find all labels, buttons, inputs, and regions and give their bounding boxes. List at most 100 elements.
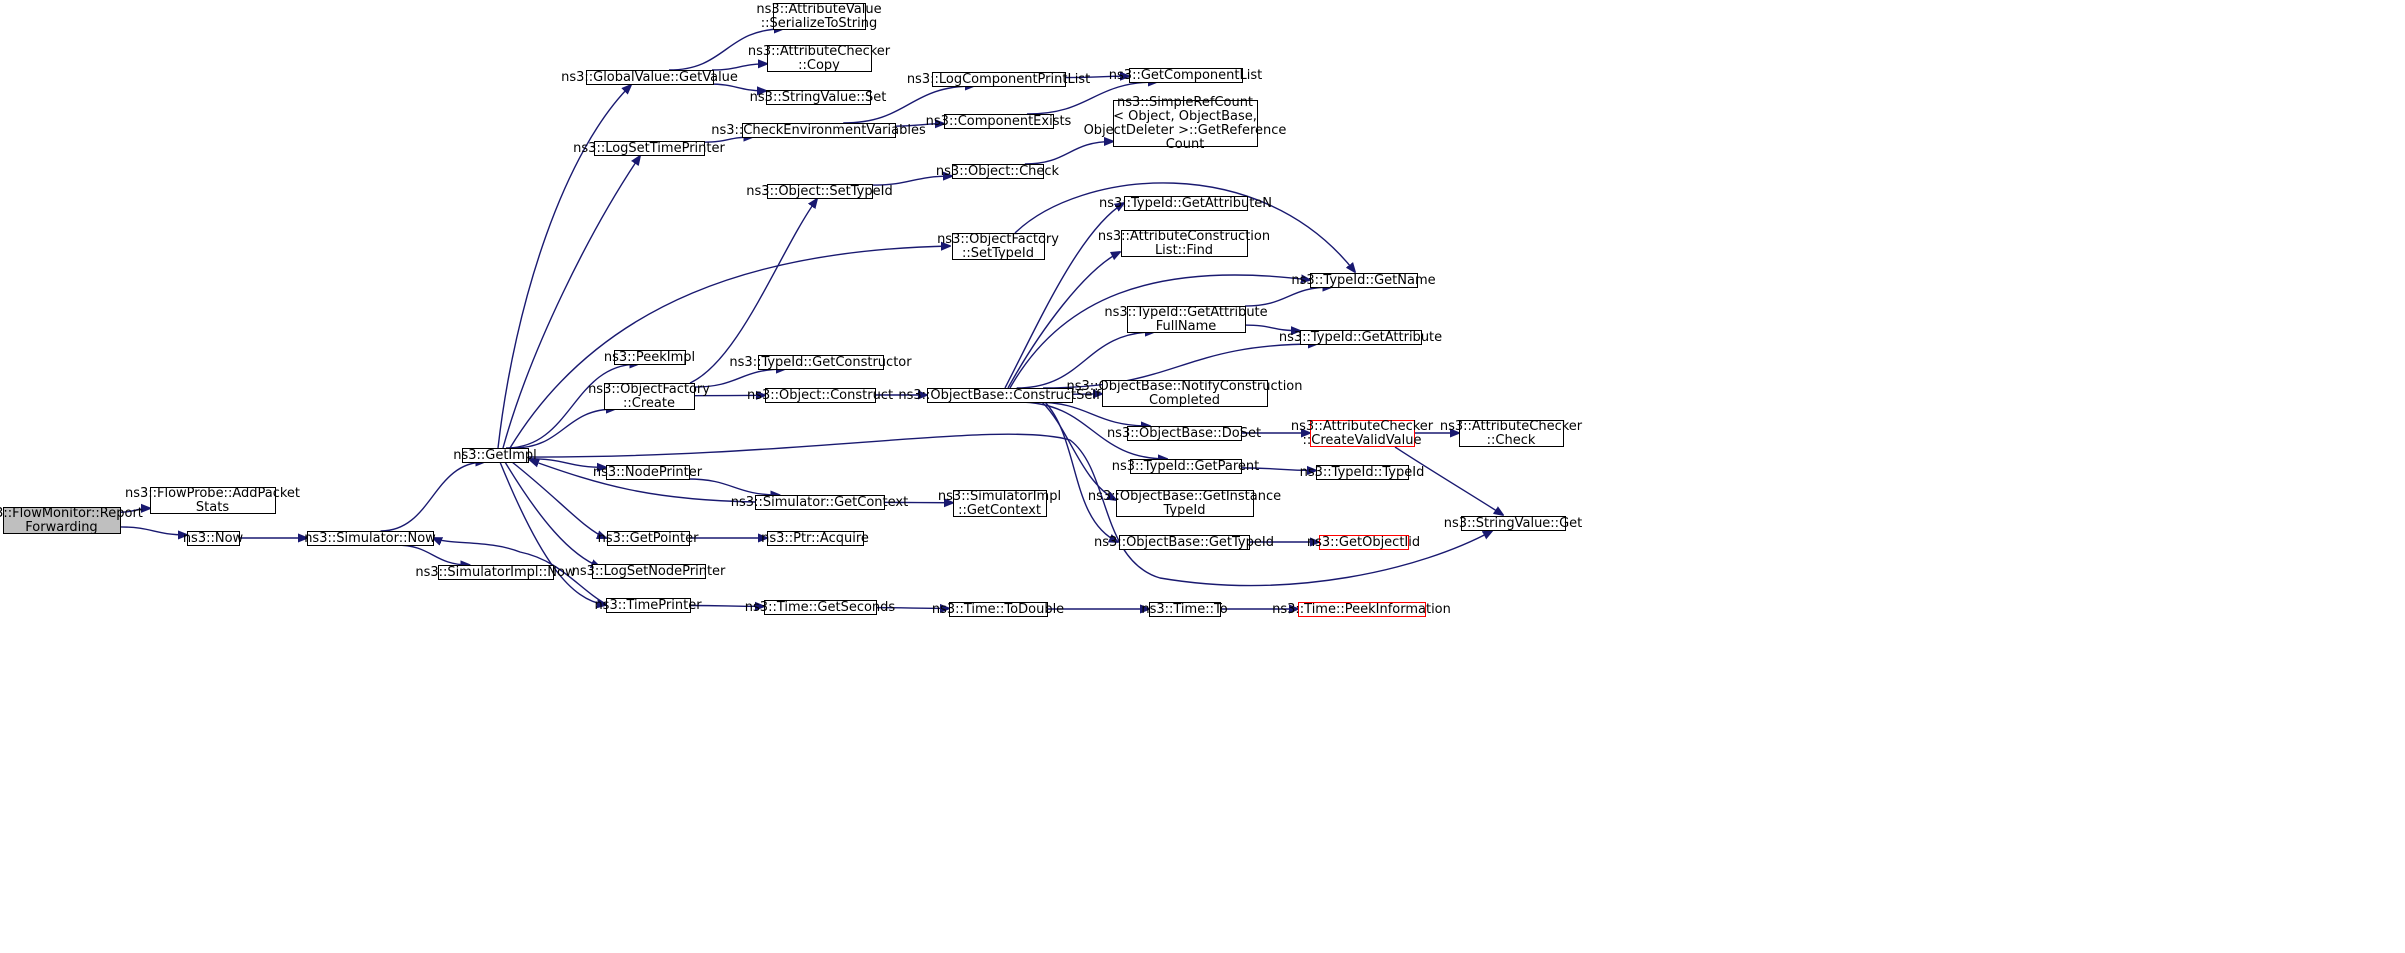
call-edge-getimpl-to-stringvalue-get [527, 433, 1492, 587]
node-stringvalue-set[interactable]: ns3::StringValue::Set [750, 90, 887, 105]
node-label-line: ns3::LogComponentPrintList [907, 72, 1090, 87]
node-label-line: ns3::TimePrinter [594, 598, 702, 613]
node-label-line: ::SetTypeId [962, 246, 1034, 261]
node-label-line: ns3::Ptr::Acquire [761, 531, 869, 546]
node-label-line: ns3::SimulatorImpl [938, 489, 1061, 504]
node-simulator-now[interactable]: ns3::Simulator::Now [304, 531, 436, 546]
node-typeid-getattributen[interactable]: ns3::TypeId::GetAttributeN [1099, 196, 1272, 211]
node-peekimpl[interactable]: ns3::PeekImpl [604, 350, 695, 365]
node-typeid-getconstructor[interactable]: ns3::TypeId::GetConstructor [729, 355, 912, 370]
node-label-line: ::Copy [798, 58, 840, 73]
node-typeid-typeid[interactable]: ns3::TypeId::TypeId [1300, 465, 1425, 480]
node-label-line: Stats [196, 500, 229, 515]
node-logcomponentprintlist[interactable]: ns3::LogComponentPrintList [907, 72, 1090, 87]
call-edge-objectbase-constructself-to-typeid-getname [1009, 275, 1310, 389]
node-label-line: ns3::TypeId::GetName [1291, 273, 1435, 288]
call-edge-checkenvvars-to-componentexists [894, 124, 944, 126]
node-objectfactory-settypeid[interactable]: ns3::ObjectFactory::SetTypeId [937, 232, 1059, 261]
call-edge-report-forwarding-to-flowprobe-addpacketstats [119, 508, 150, 512]
node-objectbase-gettypeid[interactable]: ns3::ObjectBase::GetTypeId [1094, 535, 1274, 550]
node-objectfactory-create[interactable]: ns3::ObjectFactory::Create [588, 382, 710, 411]
node-label-line: ns3::StringValue::Set [750, 90, 887, 105]
node-label-line: ns3::Time::PeekInformation [1272, 602, 1451, 617]
node-label-line: Forwarding [25, 520, 97, 535]
call-edge-typeid-getparent-to-typeid-typeid [1240, 468, 1316, 471]
node-label-line: ns3::GetComponentList [1109, 68, 1262, 83]
call-edge-simulator-now-to-simulatorimpl-now [395, 544, 470, 565]
node-attributechecker-copy[interactable]: ns3::AttributeChecker::Copy [748, 44, 891, 73]
node-nodeprinter[interactable]: ns3::NodePrinter [593, 465, 703, 480]
node-object-settypeid[interactable]: ns3::Object::SetTypeId [746, 184, 893, 199]
node-logsetnodeprinter[interactable]: ns3::LogSetNodePrinter [572, 564, 726, 579]
node-attributevalue-serialize[interactable]: ns3::AttributeValue::SerializeToString [756, 2, 881, 31]
node-objectbase-doset[interactable]: ns3::ObjectBase::DoSet [1107, 426, 1261, 441]
node-label-line: ns3::AttributeChecker [1291, 419, 1434, 434]
node-simulator-getcontext[interactable]: ns3::Simulator::GetContext [731, 495, 908, 510]
node-logsettimeprinter[interactable]: ns3::LogSetTimePrinter [573, 141, 725, 156]
node-label-line: ns3::TypeId::GetAttribute [1104, 305, 1267, 320]
node-attributechecker-check[interactable]: ns3::AttributeChecker::Check [1440, 419, 1583, 448]
node-objectbase-constructself[interactable]: ns3::ObjectBase::ConstructSelf [898, 388, 1101, 403]
call-edge-objectbase-constructself-to-typeid-getattributefullname [1016, 332, 1154, 389]
node-label-line: ns3::Simulator::GetContext [731, 495, 908, 510]
node-getimpl[interactable]: ns3::GetImpl [453, 448, 537, 463]
call-edge-simulator-now-to-getimpl [380, 462, 485, 532]
node-time-getseconds[interactable]: ns3::Time::GetSeconds [745, 600, 896, 615]
node-time-todouble[interactable]: ns3::Time::ToDouble [932, 602, 1064, 617]
node-componentexists[interactable]: ns3::ComponentExists [926, 114, 1072, 129]
node-simulatorimpl-now[interactable]: ns3::SimulatorImpl::Now [415, 565, 576, 580]
call-edge-getimpl-to-peekimpl [506, 364, 638, 449]
node-label-line: ns3::Time::To [1141, 602, 1227, 617]
call-edge-globalvalue-getvalue-to-attributechecker-copy [711, 64, 767, 71]
call-edge-object-settypeid-to-object-check [871, 176, 952, 186]
call-edge-typeid-getattributefullname-to-typeid-getname [1244, 287, 1332, 307]
node-label-line: ns3::GlobalValue::GetValue [561, 70, 738, 85]
node-typeid-getparent[interactable]: ns3::TypeId::GetParent [1112, 459, 1260, 474]
call-edge-getimpl-to-globalvalue-getvalue [497, 85, 631, 449]
node-stringvalue-get[interactable]: ns3::StringValue::Get [1444, 516, 1582, 531]
node-label-line: ns3::Simulator::Now [304, 531, 436, 546]
node-timeprinter[interactable]: ns3::TimePrinter [594, 598, 702, 613]
node-checkenvvars[interactable]: ns3::CheckEnvironmentVariables [711, 123, 926, 138]
node-globalvalue-getvalue[interactable]: ns3::GlobalValue::GetValue [561, 70, 738, 85]
node-ptr-acquire[interactable]: ns3::Ptr::Acquire [761, 531, 869, 546]
node-object-construct[interactable]: ns3::Object::Construct [747, 388, 893, 403]
node-label-line: ns3::ObjectBase::DoSet [1107, 426, 1261, 441]
node-getpointer[interactable]: ns3::GetPointer [598, 531, 699, 546]
node-label-line: ns3::CheckEnvironmentVariables [711, 123, 926, 138]
node-label-line: ns3::GetObjectIid [1307, 535, 1420, 550]
node-label-line: ns3::ObjectBase::NotifyConstruction [1067, 379, 1303, 394]
node-simplerefcount[interactable]: ns3::SimpleRefCount< Object, ObjectBase,… [1084, 95, 1287, 152]
node-label-line: ns3::TypeId::GetParent [1112, 459, 1260, 474]
node-getcomponentlist[interactable]: ns3::GetComponentList [1109, 68, 1262, 83]
node-label-line: ns3::LogSetTimePrinter [573, 141, 725, 156]
node-label-line: ns3::Time::ToDouble [932, 602, 1064, 617]
node-now[interactable]: ns3::Now [183, 531, 244, 546]
node-time-peekinformation[interactable]: ns3::Time::PeekInformation [1272, 602, 1451, 617]
node-label-line: ::Create [623, 396, 675, 411]
call-edge-getimpl-to-objectfactory-settypeid [509, 246, 950, 449]
node-label-line: ::CreateValidValue [1303, 433, 1422, 448]
call-edge-getimpl-to-objectfactory-create [513, 409, 615, 449]
node-objectbase-notifyconstruction[interactable]: ns3::ObjectBase::NotifyConstructionCompl… [1067, 379, 1303, 408]
node-getobjectiid[interactable]: ns3::GetObjectIid [1307, 535, 1420, 550]
node-typeid-getname[interactable]: ns3::TypeId::GetName [1291, 273, 1436, 288]
node-object-check[interactable]: ns3::Object::Check [936, 164, 1060, 179]
node-time-to[interactable]: ns3::Time::To [1141, 602, 1228, 617]
node-simulatorimpl-getcontext[interactable]: ns3::SimulatorImpl::GetContext [938, 489, 1061, 518]
node-label-line: ns3::AttributeValue [756, 2, 881, 17]
call-edge-attributechecker-createvalidvalue-to-stringvalue-get [1394, 446, 1503, 515]
node-attributechecker-createvalidvalue[interactable]: ns3::AttributeChecker::CreateValidValue [1291, 419, 1434, 448]
call-edge-nodeprinter-to-simulator-getcontext [687, 478, 780, 495]
node-typeid-getattribute[interactable]: ns3::TypeId::GetAttribute [1279, 330, 1442, 345]
call-edge-componentexists-to-getcomponentlist [1026, 82, 1157, 115]
call-edge-checkenvvars-to-logcomponentprintlist [843, 86, 974, 124]
node-label-line: ns3::AttributeChecker [1440, 419, 1583, 434]
node-label-line: < Object, ObjectBase, [1113, 109, 1257, 124]
call-edge-timeprinter-to-simulator-now [433, 538, 607, 605]
node-label-line: ns3::NodePrinter [593, 465, 703, 480]
